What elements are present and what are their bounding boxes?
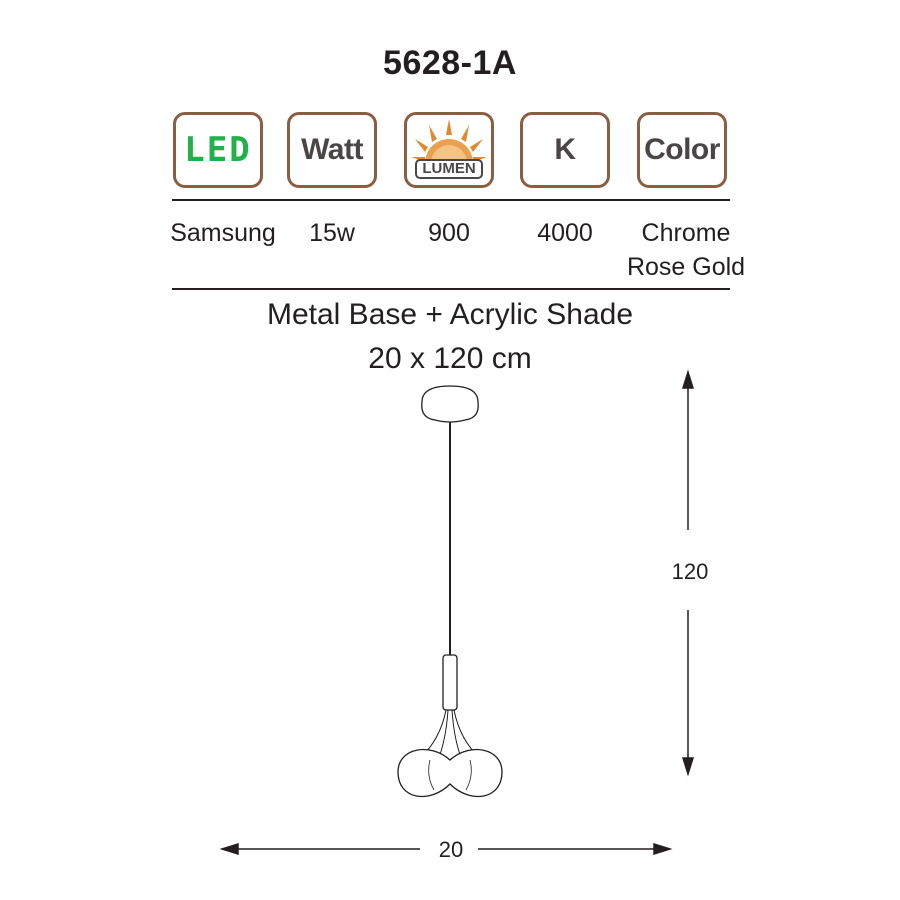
lumen-value: 900 <box>428 219 470 247</box>
led-icon-label: LED <box>184 130 252 170</box>
sun-icon <box>411 119 487 163</box>
lamp-holder <box>442 654 458 711</box>
watt-value: 15w <box>309 219 355 247</box>
width-dimension-label: 20 <box>438 837 464 862</box>
height-dimension-arrow <box>681 369 695 777</box>
ceiling-canopy <box>421 385 479 423</box>
color-value-chrome: Chrome <box>641 219 731 247</box>
lamp-shade <box>397 748 503 798</box>
lumen-icon-label: LUMEN <box>415 159 483 179</box>
product-code: 5628-1A <box>383 44 517 82</box>
color-icon: Color <box>637 112 727 188</box>
bottom-divider <box>172 288 730 290</box>
watt-icon: Watt <box>287 112 377 188</box>
color-value-rose-gold: Rose Gold <box>626 253 746 281</box>
kelvin-icon-label: K <box>554 133 576 166</box>
lumen-icon: LUMEN <box>404 112 494 188</box>
led-icon: LED <box>173 112 263 188</box>
color-icon-label: Color <box>644 133 720 166</box>
led-brand-value: Samsung <box>170 219 276 247</box>
kelvin-value: 4000 <box>537 219 593 247</box>
watt-icon-label: Watt <box>301 133 363 166</box>
width-dimension-arrow <box>219 842 673 856</box>
top-divider <box>172 199 730 201</box>
shade-detail <box>428 759 472 791</box>
kelvin-icon: K <box>520 112 610 188</box>
color-values: Chrome Rose Gold <box>622 216 750 284</box>
height-dimension-label: 120 <box>671 559 709 584</box>
material-description: Metal Base + Acrylic Shade <box>266 298 634 331</box>
size-description: 20 x 120 cm <box>368 342 532 375</box>
